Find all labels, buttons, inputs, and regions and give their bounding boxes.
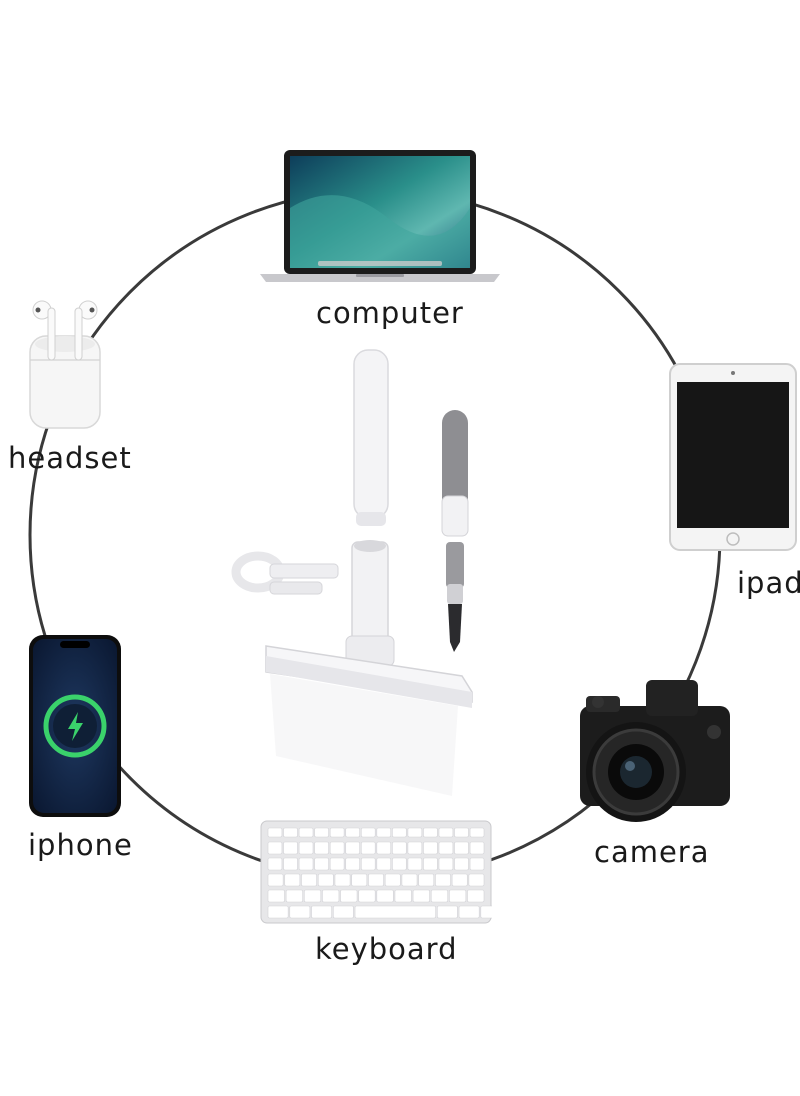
keyboard-key: [368, 873, 384, 887]
keyboard-key: [314, 841, 329, 855]
keyboard-key: [376, 841, 392, 855]
keyboard-key: [351, 873, 368, 887]
keyboard-key: [407, 827, 423, 838]
keyboard-key: [469, 857, 485, 871]
keyboard-key: [283, 857, 298, 871]
keyboard-key: [267, 873, 284, 887]
keyboard-key: [468, 873, 485, 887]
earbuds-case-icon: [29, 300, 101, 429]
keyboard-key: [423, 841, 438, 855]
keyboard-key: [401, 873, 418, 887]
keyboard-key: [451, 873, 468, 887]
keyboard-key: [283, 841, 298, 855]
keyboard-key: [376, 889, 394, 903]
keyboard-key: [298, 857, 314, 871]
keyboard-key: [430, 889, 449, 903]
keyboard-key: [384, 873, 401, 887]
cleaning-brush-kit-icon: [231, 349, 473, 797]
keyboard-key: [435, 873, 451, 887]
keyboard-key: [376, 857, 392, 871]
keyboard-key: [267, 889, 285, 903]
keyboard-key: [360, 857, 376, 871]
keyboard-key: [345, 827, 360, 838]
keyboard-key: [412, 889, 430, 903]
camera-label: camera: [594, 835, 710, 869]
keyboard-key: [454, 857, 469, 871]
keyboard-key: [303, 889, 322, 903]
iphone-label: iphone: [28, 828, 133, 862]
keyboard-key: [394, 889, 412, 903]
keyboard-key: [354, 905, 436, 919]
keyboard-key: [376, 827, 392, 838]
keyboard-key: [267, 827, 283, 838]
keyboard-key: [407, 857, 423, 871]
tablet-icon: [669, 363, 797, 551]
keyboard-key: [436, 905, 458, 919]
keyboard-key: [480, 905, 492, 919]
keyboard-key: [301, 873, 317, 887]
keyboard-key: [438, 841, 454, 855]
keyboard-key: [267, 857, 283, 871]
keyboard-key: [423, 827, 438, 838]
keyboard-key: [392, 841, 407, 855]
keyboard-key: [289, 905, 311, 919]
keyboard-icon: [260, 820, 492, 924]
keyboard-key: [317, 873, 334, 887]
keyboard-key: [392, 827, 407, 838]
keyboard-key: [345, 857, 360, 871]
keyboard-key: [407, 841, 423, 855]
keyboard-key: [458, 905, 480, 919]
keyboard-label: keyboard: [315, 932, 458, 966]
keyboard-key: [329, 857, 345, 871]
keyboard-key: [345, 841, 360, 855]
keyboard-key: [454, 827, 469, 838]
keyboard-key: [467, 889, 485, 903]
keyboard-key: [284, 873, 301, 887]
camera-icon: [580, 680, 730, 822]
keyboard-key: [298, 827, 314, 838]
keyboard-key: [360, 827, 376, 838]
keyboard-key: [311, 905, 332, 919]
keyboard-key: [392, 857, 407, 871]
keyboard-key: [285, 889, 303, 903]
keyboard-key: [454, 841, 469, 855]
keyboard-key: [438, 827, 454, 838]
keyboard-key: [329, 841, 345, 855]
keyboard-key: [438, 857, 454, 871]
keyboard-key: [283, 827, 298, 838]
computer-label: computer: [316, 296, 464, 330]
keyboard-key: [314, 827, 329, 838]
keyboard-key: [332, 905, 354, 919]
smartphone-icon: [29, 635, 121, 817]
keyboard-key: [314, 857, 329, 871]
keyboard-key: [267, 905, 289, 919]
ipad-label: ipad: [737, 566, 800, 600]
headset-label: headset: [8, 441, 132, 475]
keyboard-key: [469, 827, 485, 838]
keyboard-key: [298, 841, 314, 855]
laptop-icon: [260, 150, 500, 282]
keyboard-key: [267, 841, 283, 855]
keyboard-key: [322, 889, 340, 903]
keyboard-key: [423, 857, 438, 871]
keyboard-key: [449, 889, 467, 903]
keyboard-key: [360, 841, 376, 855]
keyboard-key: [334, 873, 351, 887]
keyboard-key: [340, 889, 358, 903]
keyboard-key: [358, 889, 376, 903]
keyboard-key: [329, 827, 345, 838]
keyboard-key: [418, 873, 435, 887]
keyboard-key: [469, 841, 485, 855]
